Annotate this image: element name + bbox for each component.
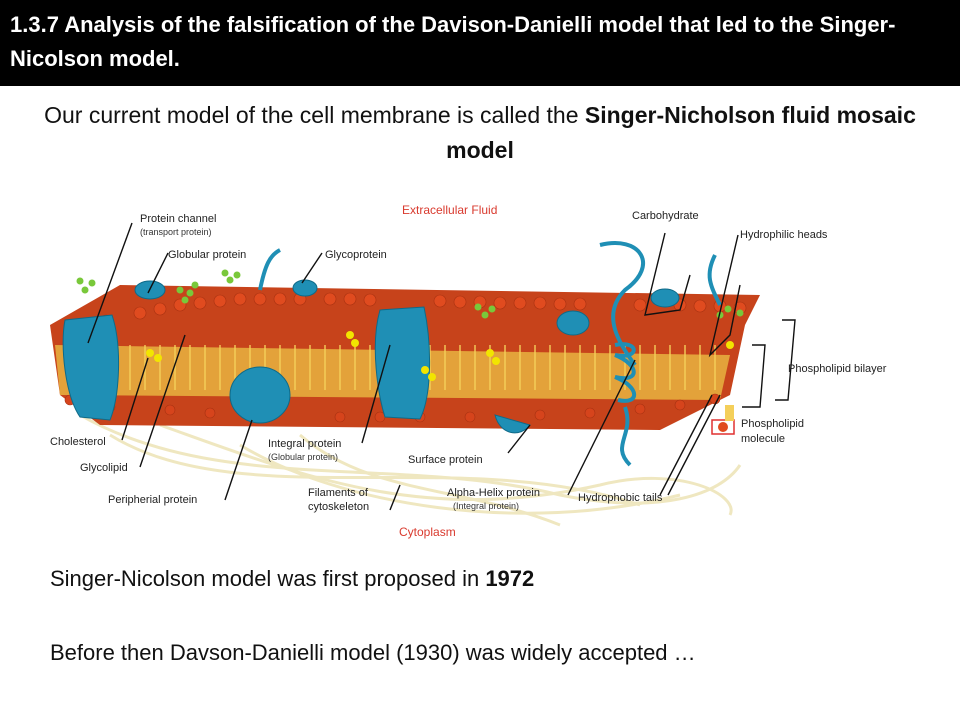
label-surface-protein: Surface protein [408,454,483,466]
proteins [62,279,680,434]
label-carbohydrate: Carbohydrate [632,210,699,222]
label-phospholipid-bilayer: Phospholipid bilayer [788,363,887,375]
line1-plain: Singer-Nicolson model was first proposed… [50,566,486,591]
phospholipid-highlight [711,405,735,435]
slide-title: 1.3.7 Analysis of the falsification of t… [10,12,896,71]
label-hydrophilic-heads: Hydrophilic heads [740,229,828,241]
label-protein-channel: Protein channel [140,213,216,225]
alpha-helix-protein [599,241,646,467]
label-alpha-helix-sub: (Integral protein) [453,501,519,511]
label-cholesterol: Cholesterol [50,436,106,448]
label-hydrophobic-tails: Hydrophobic tails [578,492,663,504]
cholesterol-molecules [146,331,734,381]
label-phospholipid-molecule-2: molecule [741,433,785,445]
intro-plain: Our current model of the cell membrane i… [44,102,585,128]
line1-bold: 1972 [485,566,535,591]
label-integral-protein: Integral protein [268,438,341,450]
intro-bold: Singer-Nicholson fluid mosaic model [446,102,916,163]
label-glycolipid: Glycolipid [80,462,128,474]
leader-lines [87,222,796,511]
label-globular-protein: Globular protein [168,249,246,261]
label-protein-channel-sub: (transport protein) [140,227,212,237]
label-alpha-helix: Alpha-Helix protein [447,487,540,499]
proposal-year-text: Singer-Nicolson model was first proposed… [50,566,534,592]
intro-text: Our current model of the cell membrane i… [10,98,950,168]
title-bar: 1.3.7 Analysis of the falsification of t… [0,0,960,86]
cytoskeleton-filaments [79,413,742,527]
label-filaments-2: cytoskeleton [308,501,369,513]
glycolipid-chains [76,269,744,319]
davson-danielli-text: Before then Davson-Danielli model (1930)… [50,640,696,665]
label-filaments-1: Filaments of [308,487,369,499]
label-cytoplasm: Cytoplasm [399,525,456,539]
label-extracellular: Extracellular Fluid [402,203,497,217]
label-phospholipid-molecule-1: Phospholipid [741,418,804,430]
carbohydrate-chain [707,254,722,306]
glycoprotein-chain [258,248,282,291]
label-glycoprotein: Glycoprotein [325,249,387,261]
label-integral-protein-sub: (Globular protein) [268,452,338,462]
fluid-mosaic-diagram: Extracellular Fluid Protein channel (tra… [50,203,887,539]
label-peripheral-protein: Peripherial protein [108,494,197,506]
